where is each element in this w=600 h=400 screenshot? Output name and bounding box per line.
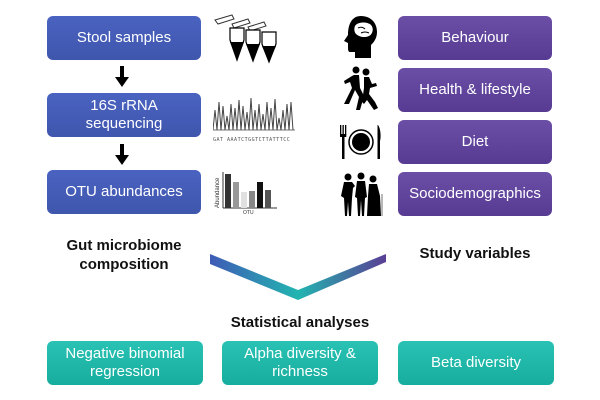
step-label: Stool samples: [76, 29, 172, 46]
bar-chart-xlabel: OTU: [243, 210, 254, 216]
method-beta-diversity: Beta diversity: [398, 341, 554, 385]
step-label: OTU abundances: [65, 183, 183, 200]
variable-label: Health & lifestyle: [419, 81, 531, 98]
people-icon: [341, 172, 383, 216]
step-16s-sequencing: 16S rRNA sequencing: [47, 93, 201, 137]
svg-text:Abundance: Abundance: [215, 177, 221, 208]
step-otu-abundances: OTU abundances: [47, 170, 201, 214]
converging-chevron: [210, 254, 386, 300]
gut-microbiome-title: Gut microbiome composition: [66, 237, 182, 273]
method-label: Beta diversity: [430, 354, 522, 371]
variable-behaviour: Behaviour: [398, 16, 552, 60]
method-negative-binomial: Negative binomial regression: [47, 341, 203, 385]
arrow-down-icon: [115, 144, 129, 165]
method-label: Negative binomial regression: [65, 345, 185, 380]
variable-label: Diet: [461, 133, 489, 150]
plate-cutlery-icon: [340, 125, 381, 159]
arrow-down-icon: [115, 66, 129, 87]
statistical-analyses-title: Statistical analyses: [230, 314, 370, 331]
bar-chart-icon: Abundance OTU: [213, 170, 279, 218]
variable-sociodemographics: Sociodemographics: [398, 172, 552, 216]
head-brain-icon: [344, 16, 377, 58]
variable-label: Behaviour: [441, 29, 509, 46]
variable-diet: Diet: [398, 120, 552, 164]
study-variables-title: Study variables: [419, 245, 531, 262]
method-label: Alpha diversity & richness: [244, 345, 356, 380]
step-label: 16S rRNA sequencing: [85, 97, 163, 132]
method-alpha-diversity: Alpha diversity & richness: [222, 341, 378, 385]
variable-health-lifestyle: Health & lifestyle: [398, 68, 552, 112]
tubes-icon: [214, 14, 277, 64]
chromatogram-icon: GAT AAATCTGGTCTTATTTCC: [212, 96, 295, 143]
step-stool-samples: Stool samples: [47, 16, 201, 60]
variable-label: Sociodemographics: [409, 185, 541, 202]
runners-icon: [344, 66, 378, 110]
chromatogram-sequence: GAT AAATCTGGTCTTATTTCC: [213, 137, 291, 143]
